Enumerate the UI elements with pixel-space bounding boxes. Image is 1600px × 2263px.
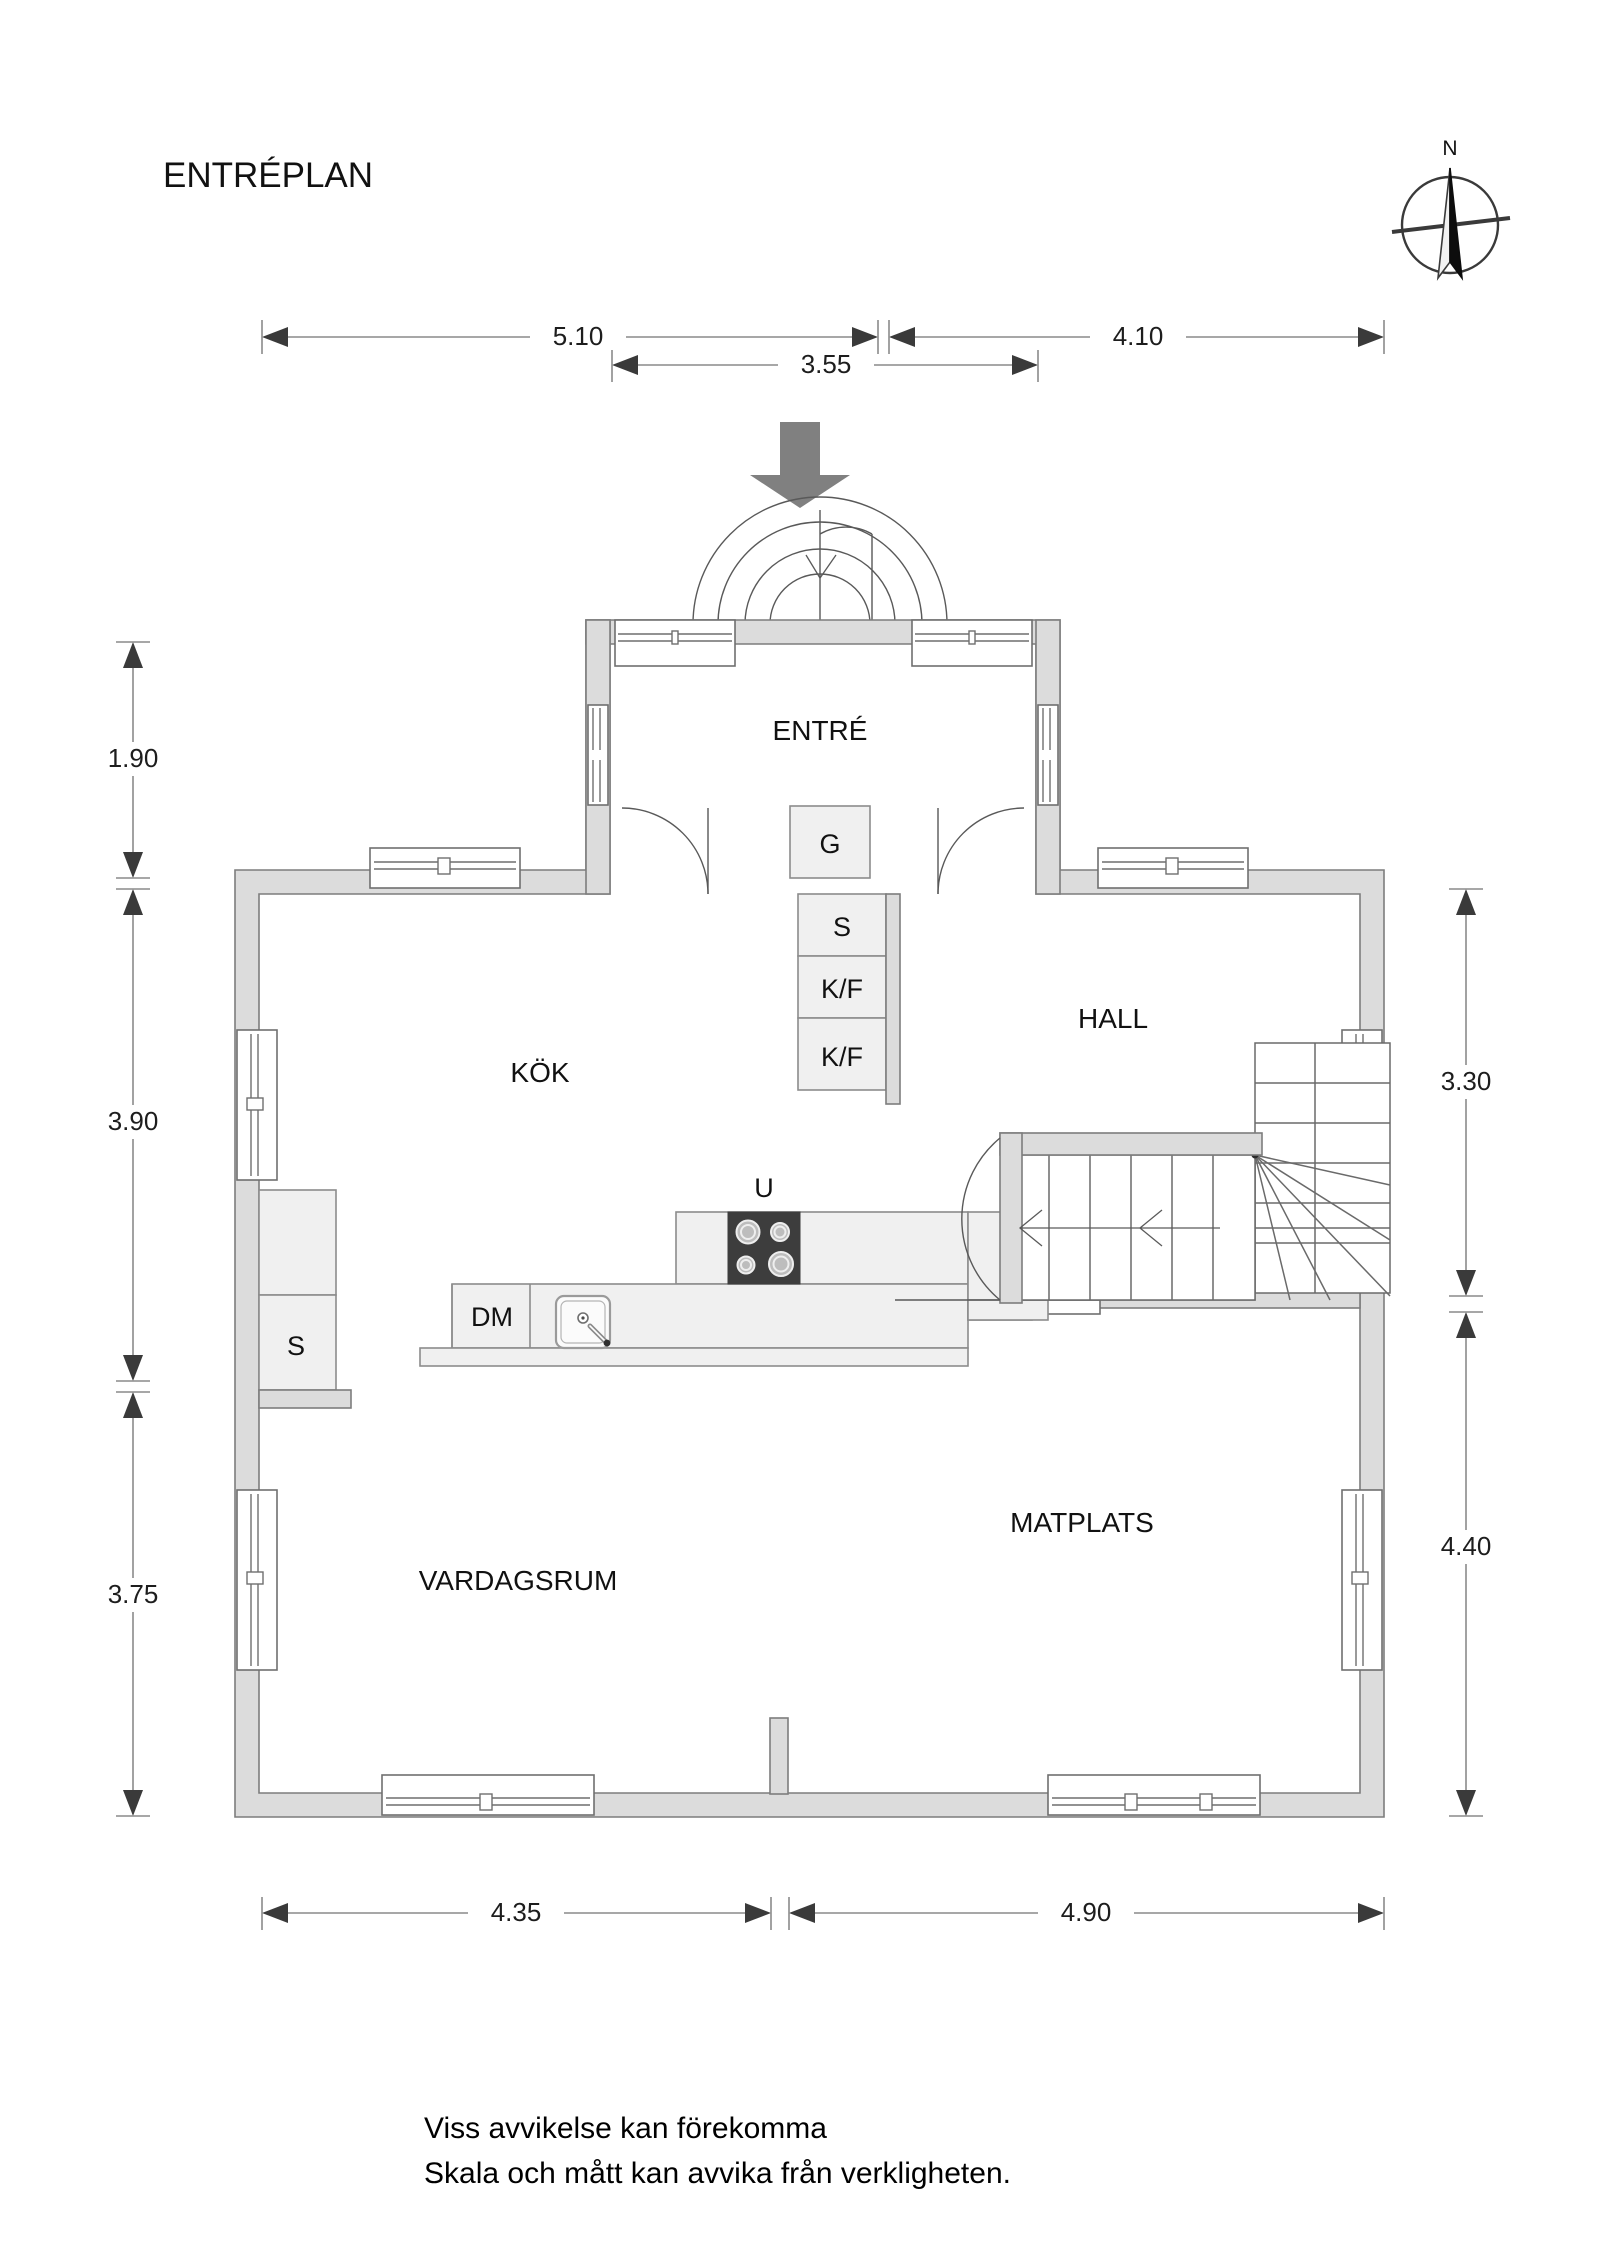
window-south-west <box>381 1774 595 1816</box>
sink-icon <box>554 1294 612 1350</box>
door-swing-entry-hall <box>937 807 1025 895</box>
stair-direction-arrow-2 <box>1138 1209 1163 1247</box>
room-label-vardagsrum: VARDAGSRUM <box>419 1565 618 1596</box>
window-west-upper <box>236 1029 278 1181</box>
dimension-label: 3.55 <box>801 349 852 379</box>
dimension-left-1-90: 1.90 <box>85 641 181 879</box>
window-east-lower <box>1341 1489 1383 1671</box>
cooktop-icon <box>727 1211 801 1285</box>
dimension-left-3-90: 3.90 <box>85 888 181 1382</box>
room-label-matplats: MATPLATS <box>1010 1507 1154 1538</box>
window-entry-right <box>911 619 1033 667</box>
window-south-east <box>1047 1774 1261 1816</box>
window-entry-left <box>614 619 736 667</box>
dimension-top-4-10: 4.10 <box>888 320 1385 354</box>
window-hall-north <box>1097 847 1249 889</box>
dimension-right-4-40: 4.40 <box>1418 1311 1514 1817</box>
page-title: ENTRÉPLAN <box>163 156 373 195</box>
door-swing-entry-kitchen <box>621 807 709 895</box>
dimension-label: 4.90 <box>1061 1897 1112 1927</box>
appliance-label-u: U <box>754 1173 774 1203</box>
dimension-label: 4.10 <box>1113 321 1164 351</box>
stair-direction-arrow-1 <box>1018 1209 1220 1247</box>
room-label-kok: KÖK <box>510 1057 569 1088</box>
closet-upper <box>258 1189 337 1296</box>
dimension-label: 4.40 <box>1441 1531 1492 1561</box>
closet-stadskap <box>258 1294 337 1391</box>
cabinet-label-kf-1: K/F <box>821 974 863 1004</box>
closet-wall-stub <box>258 1389 352 1409</box>
window-kitchen-north <box>369 847 521 889</box>
appliance-label-dm: DM <box>471 1302 513 1332</box>
window-vestibule-east <box>1037 704 1059 806</box>
dimension-right-3-30: 3.30 <box>1418 888 1514 1297</box>
footer-note-line2: Skala och mått kan avvika från verklighe… <box>424 2157 1011 2190</box>
stair-wall-top <box>999 1132 1263 1156</box>
door-swing-hall <box>895 1137 1001 1301</box>
cabinet-column-center: G S K/F K/F <box>789 805 901 1105</box>
compass-north-label: N <box>1442 137 1457 160</box>
dimension-label: 3.30 <box>1441 1066 1492 1096</box>
dimension-label: 4.35 <box>491 1897 542 1927</box>
dimension-top-3-55: 3.55 <box>611 348 1039 382</box>
window-west-lower <box>236 1489 278 1671</box>
compass-rose-icon <box>1391 167 1511 281</box>
dimension-label: 5.10 <box>553 321 604 351</box>
dimension-label: 3.90 <box>108 1106 159 1136</box>
closet-west-wall: S <box>258 1189 352 1409</box>
cabinet-label-s: S <box>833 912 851 942</box>
room-label-entre: ENTRÉ <box>773 715 868 746</box>
staircase <box>999 1042 1391 1304</box>
room-label-hall: HALL <box>1078 1003 1148 1034</box>
cabinet-label-g: G <box>819 829 840 859</box>
cabinet-label-kf-2: K/F <box>821 1042 863 1072</box>
entry-direction-arrow-icon <box>750 422 850 508</box>
closet-label-s: S <box>287 1331 305 1361</box>
dimension-top-5-10: 5.10 <box>261 320 879 354</box>
dimension-bottom-4-35: 4.35 <box>261 1896 772 1930</box>
counter-upper <box>675 1211 969 1285</box>
cabinet-garderob <box>789 805 871 879</box>
entry-door-swing-arcs <box>692 496 948 625</box>
dimension-left-3-75: 3.75 <box>85 1391 181 1817</box>
dimension-label: 3.75 <box>108 1579 159 1609</box>
stair-wall-left <box>999 1132 1023 1304</box>
dimension-bottom-4-90: 4.90 <box>788 1896 1385 1930</box>
dimension-label: 1.90 <box>108 743 159 773</box>
counter-base <box>419 1347 969 1367</box>
footer-note-line1: Viss avvikelse kan förekomma <box>424 2112 827 2145</box>
partition-wall-pantry <box>885 893 901 1105</box>
kitchen-counter: DM U <box>419 1173 1049 1367</box>
wall-pier-bottom <box>769 1717 789 1795</box>
window-vestibule-west <box>587 704 609 806</box>
